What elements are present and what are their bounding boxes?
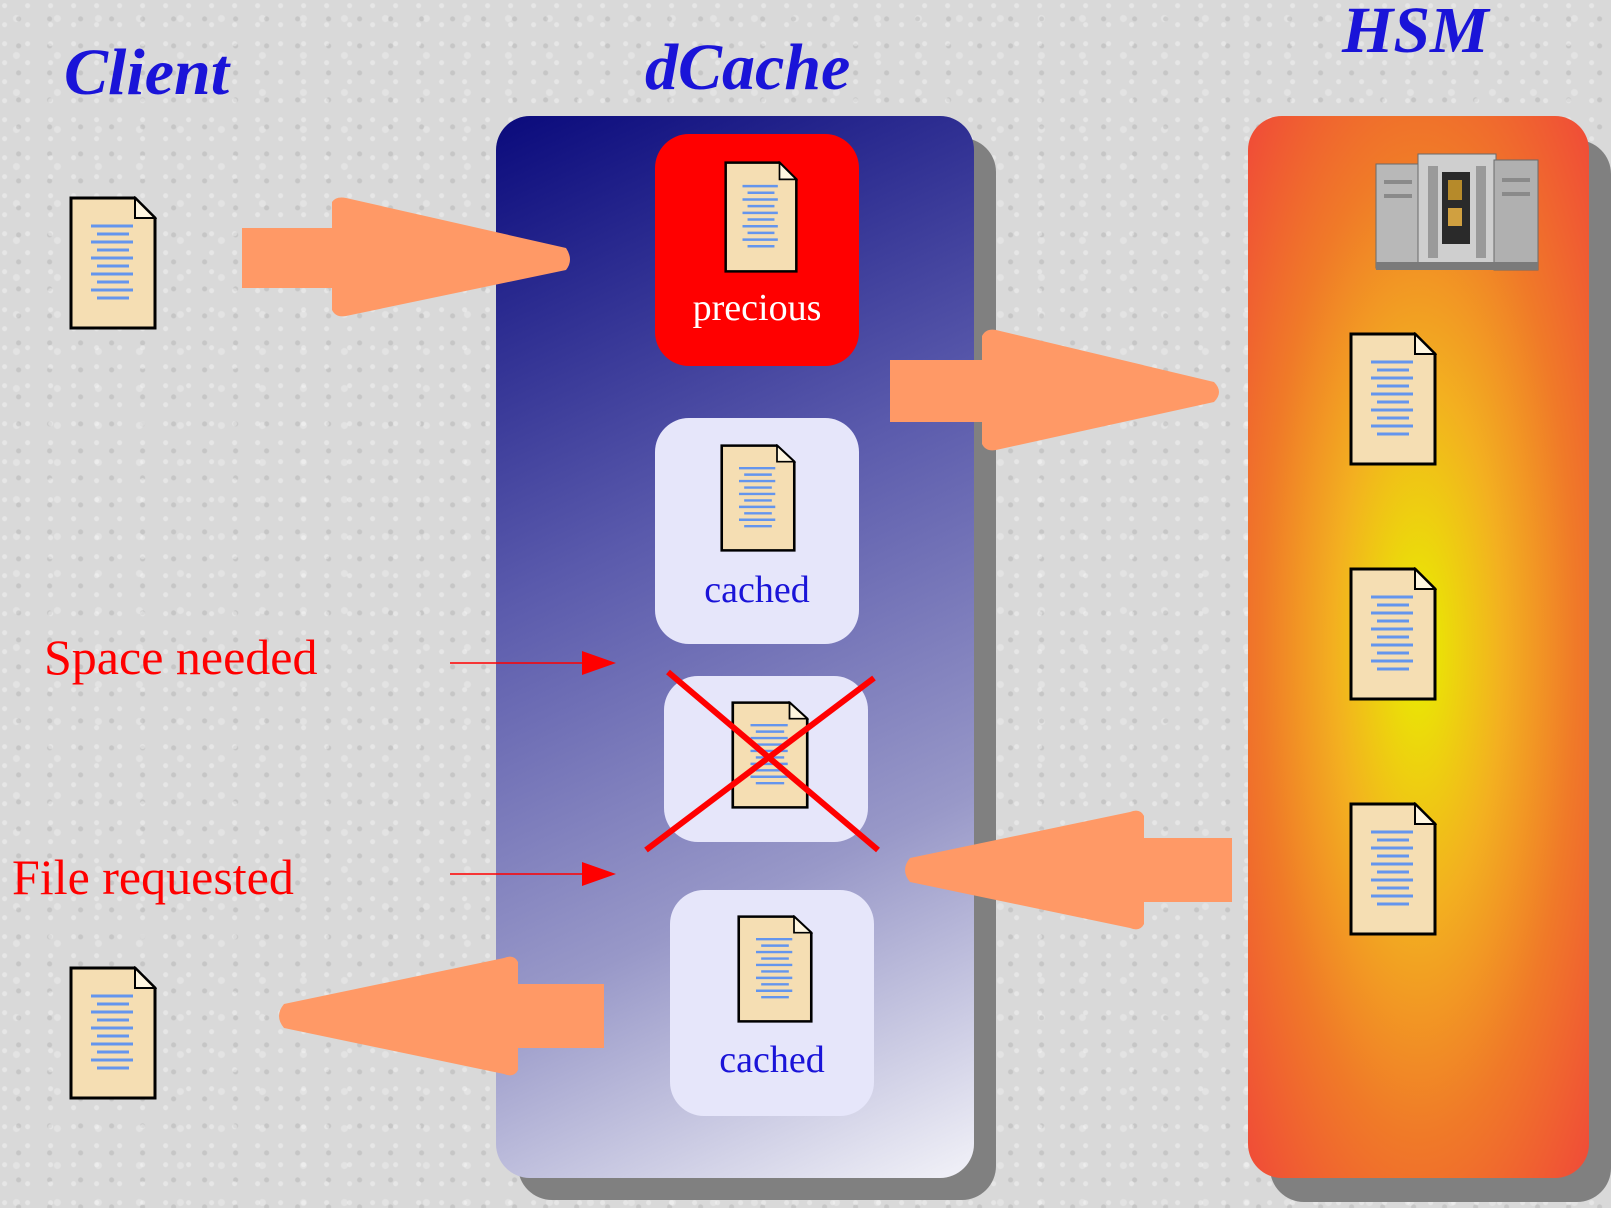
document-icon	[1349, 332, 1437, 466]
dcache-heading: dCache	[645, 31, 851, 104]
cached-label-top: cached	[704, 569, 810, 611]
document-icon	[69, 196, 157, 330]
file-requested-pointer-head	[582, 862, 616, 886]
precious-label: precious	[692, 287, 822, 329]
client-to-dcache-arrow	[242, 197, 570, 317]
dcache-to-client-arrow	[279, 956, 604, 1076]
document-icon	[1349, 802, 1437, 936]
document-icon	[720, 444, 796, 552]
hsm-heading: HSM	[1342, 0, 1489, 67]
document-icon	[737, 915, 813, 1023]
space-needed-pointer-head	[582, 651, 616, 675]
file-requested-annotation: File requested	[12, 849, 294, 905]
space-needed-annotation: Space needed	[44, 629, 318, 685]
precious-file-box: precious	[655, 134, 859, 366]
client-heading: Client	[64, 36, 230, 109]
tape-library-icon	[1370, 150, 1542, 276]
cached-label-bottom: cached	[719, 1039, 825, 1081]
dcache-to-hsm-arrow	[890, 329, 1219, 451]
document-icon	[724, 161, 798, 273]
delete-cross-icon	[644, 669, 880, 853]
document-icon	[1349, 567, 1437, 701]
hsm-to-dcache-arrow	[905, 810, 1232, 930]
document-icon	[69, 966, 157, 1100]
